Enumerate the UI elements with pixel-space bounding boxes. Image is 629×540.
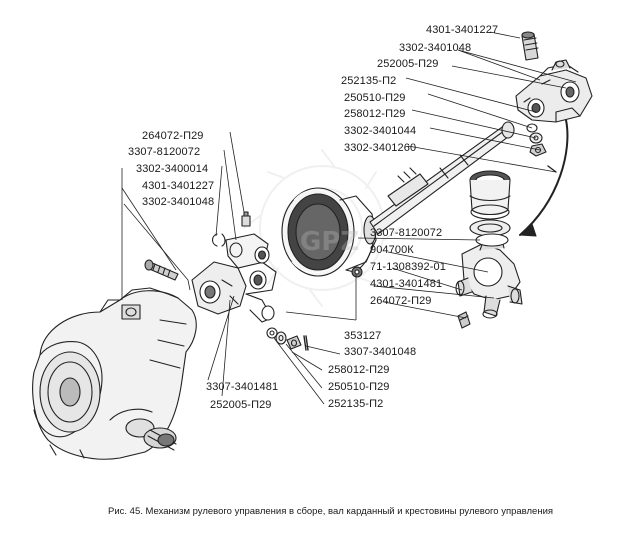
steering-shaft [369, 121, 515, 235]
circlip-left [211, 233, 226, 247]
washer-stack-bottom [266, 327, 309, 351]
steering-gear-housing [32, 287, 197, 460]
part-label: 353127 [344, 330, 382, 342]
part-label: 252135-П2 [341, 75, 397, 87]
part-label: 4301-3401481 [370, 278, 443, 290]
assembly-arrow [519, 119, 569, 237]
grease-fitting-right [457, 311, 471, 329]
part-label: 4301-3401227 [142, 180, 215, 192]
part-label: 3307-8120072 [128, 146, 201, 158]
part-label: 252005-П29 [210, 399, 272, 411]
part-label: 3307-3401481 [206, 381, 279, 393]
watermark-text: GPZ [300, 227, 359, 257]
part-label: 3302-3401048 [142, 196, 215, 208]
part-label: 3302-3401048 [399, 42, 472, 54]
grease-fitting-left [241, 211, 251, 227]
part-label: 3302-3401044 [344, 125, 417, 137]
yoke-top-right [515, 59, 593, 123]
part-label: 904700К [370, 244, 414, 256]
part-label: 3307-8120072 [370, 227, 443, 239]
part-label: 4301-3401227 [426, 24, 499, 36]
part-label: 252005-П29 [377, 58, 439, 70]
part-label: 71-1308392-01 [370, 261, 446, 273]
part-label: 3302-3400014 [136, 163, 209, 175]
part-label: 3302-3401260 [344, 142, 417, 154]
yoke-left [191, 233, 277, 323]
bearing-cup-right [469, 170, 511, 247]
leader-lines [121, 31, 577, 405]
part-label: 250510-П29 [344, 92, 406, 104]
part-label: 264072-П29 [370, 295, 432, 307]
part-label: 252135-П2 [328, 398, 384, 410]
bolt-top [521, 31, 539, 61]
circlip-right [351, 266, 363, 278]
part-label: 258012-П29 [328, 364, 390, 376]
part-label: 250510-П29 [328, 381, 390, 393]
part-label: 3307-3401048 [344, 346, 417, 358]
part-label: 258012-П29 [344, 108, 406, 120]
bolt-left [144, 259, 179, 281]
figure-caption: Рис. 45. Механизм рулевого управления в … [108, 506, 554, 517]
part-label: 264072-П29 [142, 130, 204, 142]
